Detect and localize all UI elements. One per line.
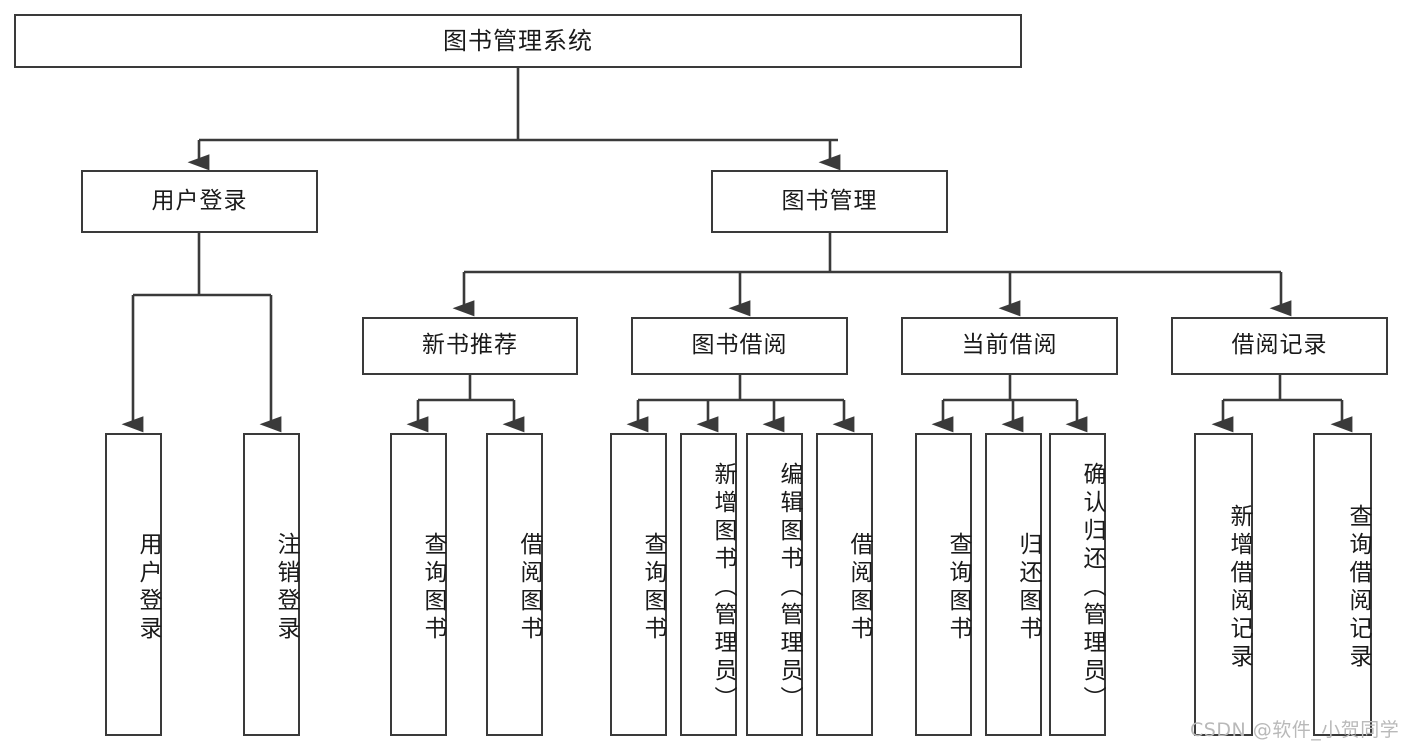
node-borrowing-records[interactable]: 借阅记录 (1171, 317, 1388, 375)
leaf-query-books-current[interactable]: 查询图书 (915, 433, 972, 736)
leaf-edit-book-admin[interactable]: 编辑图书（管理员） (746, 433, 803, 736)
leaf-borrow-books-borrowing[interactable]: 借阅图书 (816, 433, 873, 736)
leaf-borrow-books-recommendation[interactable]: 借阅图书 (486, 433, 543, 736)
leaf-confirm-return-admin[interactable]: 确认归还（管理员） (1049, 433, 1106, 736)
node-new-book-recommendation[interactable]: 新书推荐 (362, 317, 578, 375)
node-book-management[interactable]: 图书管理 (711, 170, 948, 233)
node-current-borrowing[interactable]: 当前借阅 (901, 317, 1118, 375)
leaf-user-login[interactable]: 用户登录 (105, 433, 162, 736)
leaf-query-books-recommendation[interactable]: 查询图书 (390, 433, 447, 736)
leaf-add-borrowing-record[interactable]: 新增借阅记录 (1194, 433, 1253, 736)
leaf-query-borrowing-record[interactable]: 查询借阅记录 (1313, 433, 1372, 736)
leaf-return-books[interactable]: 归还图书 (985, 433, 1042, 736)
leaf-query-books-borrowing[interactable]: 查询图书 (610, 433, 667, 736)
leaf-add-book-admin[interactable]: 新增图书（管理员） (680, 433, 737, 736)
node-root-book-management-system[interactable]: 图书管理系统 (14, 14, 1022, 68)
node-book-borrowing[interactable]: 图书借阅 (631, 317, 848, 375)
leaf-logout[interactable]: 注销登录 (243, 433, 300, 736)
node-user-login[interactable]: 用户登录 (81, 170, 318, 233)
